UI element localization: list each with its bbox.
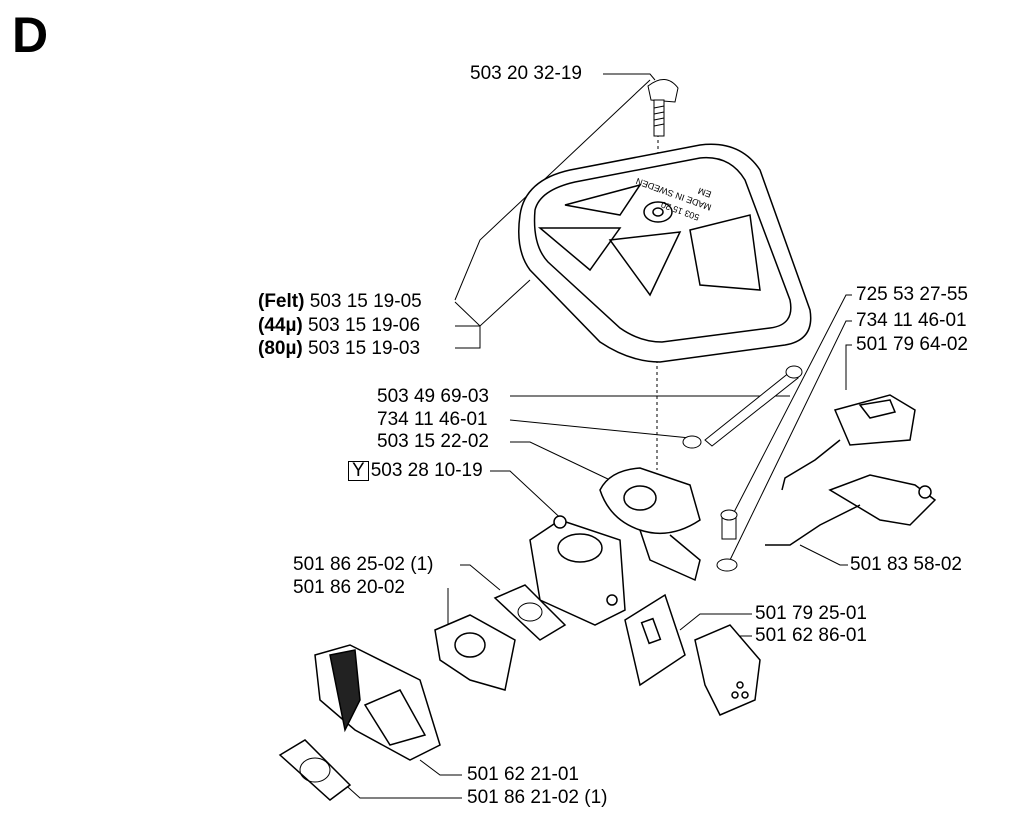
top-screw-part [647, 79, 679, 137]
label-washer-right: 734 11 46-01 [856, 310, 967, 331]
long-bolt-part [704, 365, 803, 447]
label-gasket-small: 501 86 25-02 (1) [293, 554, 434, 575]
label-plate: 501 79 25-01 [755, 603, 867, 624]
label-throttle-rod: 501 83 58-02 [850, 554, 962, 575]
right-screw-part [720, 509, 738, 540]
carburetor-part [529, 515, 626, 626]
qualifier-80: (80µ) [258, 338, 303, 359]
filter-stamp-line3: EM [697, 186, 713, 200]
throttle-rod-part [765, 474, 937, 546]
right-washer-part [716, 558, 738, 572]
part-carburetor: 503 28 10-19 [370, 460, 483, 481]
label-screw-top: 503 20 32-19 [470, 63, 582, 84]
label-choke-knob: 501 79 64-02 [856, 334, 968, 355]
section-letter: D [12, 7, 49, 63]
label-screw-right: 725 53 27-55 [856, 284, 968, 305]
label-intake-adapter: 501 86 20-02 [293, 577, 405, 598]
label-filter-felt: (Felt) 503 15 19-05 [258, 291, 422, 313]
part-filter-80: 503 15 19-03 [308, 338, 421, 359]
part-filter-44: 503 15 19-06 [308, 315, 421, 336]
washer-part [682, 435, 702, 449]
bushing-part [694, 624, 761, 716]
label-gasket-large: 501 86 21-02 (1) [467, 787, 608, 808]
qualifier-44: (44µ) [258, 315, 303, 336]
plate-part [624, 593, 686, 687]
intake-adapter-part [434, 614, 516, 691]
air-filter-cover-part [518, 143, 812, 363]
small-gasket-part [493, 584, 567, 641]
choke-knob-part [781, 394, 916, 491]
label-bushing: 501 62 86-01 [755, 625, 867, 646]
large-gasket-part [278, 739, 352, 801]
label-filter-44: (44µ) 503 15 19-06 [258, 315, 420, 337]
label-bolt-long: 503 49 69-03 [377, 386, 489, 407]
label-intake-housing: 501 62 21-01 [467, 764, 579, 785]
label-washer: 734 11 46-01 [377, 409, 488, 430]
intake-housing-part [314, 644, 441, 761]
qualifier-felt: (Felt) [258, 291, 305, 312]
label-filter-80: (80µ) 503 15 19-03 [258, 338, 420, 360]
label-bracket: 503 15 22-02 [377, 431, 489, 452]
bracket-part [599, 467, 701, 582]
carburetor-marker: Y [348, 461, 369, 481]
part-filter-felt: 503 15 19-05 [309, 291, 422, 312]
